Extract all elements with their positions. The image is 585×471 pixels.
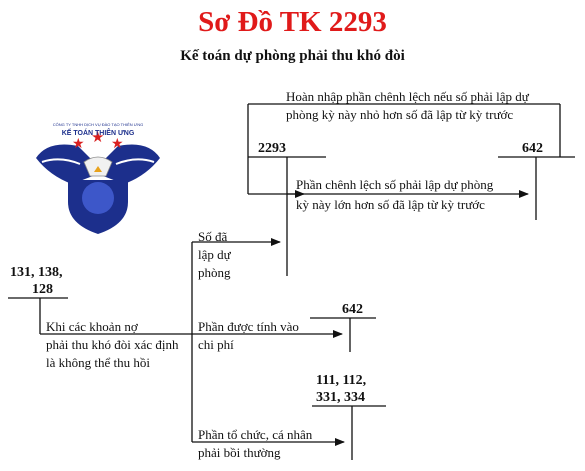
- logo-small-text: CÔNG TY TNHH DỊCH VỤ ĐÀO TẠO THIÊN ƯNG: [52, 122, 144, 127]
- so-da-label-3: phòng: [198, 265, 231, 280]
- chenh-lech-label-2: kỳ này lớn hơn số đã lập từ kỳ trước: [296, 197, 485, 212]
- logo-text: KẾ TOÁN THIÊN ƯNG: [61, 130, 135, 137]
- khi-label-2: phải thu khó đòi xác định: [46, 337, 179, 352]
- account-642-mid-label: 642: [342, 302, 363, 317]
- svg-text:★: ★: [111, 137, 124, 152]
- diagram-subtitle: Kế toán dự phòng phải thu khó đòi: [180, 48, 405, 64]
- diagram-title: Sơ Đồ TK 2293: [198, 6, 387, 38]
- company-logo: ★ ★ ★ CÔNG TY TNHH DỊCH VỤ ĐÀO TẠO THIÊN…: [28, 118, 168, 236]
- boi-thuong-label-2: phải bồi thường: [198, 445, 281, 460]
- chenh-lech-label-1: Phần chênh lệch số phải lập dự phòng: [296, 177, 494, 192]
- account-111-label-line1: 111, 112,: [316, 373, 367, 388]
- boi-thuong-label-1: Phần tổ chức, cá nhân: [198, 427, 313, 442]
- khi-label-3: là không thể thu hồi: [46, 355, 150, 370]
- eagle-shield-logo-icon: ★ ★ ★: [36, 130, 160, 234]
- so-da-label-2: lập dự: [198, 247, 231, 262]
- khi-label-1: Khi các khoản nợ: [46, 319, 138, 334]
- so-da-label-1: Số đã: [198, 229, 228, 244]
- account-131-label: 131, 138,: [10, 265, 63, 280]
- account-2293-label: 2293: [258, 141, 286, 156]
- svg-text:★: ★: [91, 130, 104, 146]
- duoc-tinh-label-1: Phần được tính vào: [198, 319, 299, 334]
- hoan-nhap-label-2: phòng kỳ này nhỏ hơn số đã lập từ kỳ trư…: [286, 107, 514, 122]
- account-128-label: 128: [32, 282, 53, 297]
- account-111-label-line2: 331, 334: [316, 390, 365, 405]
- hoan-nhap-label-1: Hoàn nhập phần chênh lệch nếu số phải lậ…: [286, 89, 529, 104]
- duoc-tinh-label-2: chi phí: [198, 337, 234, 352]
- account-642-top-label: 642: [522, 141, 543, 156]
- svg-text:★: ★: [72, 137, 85, 152]
